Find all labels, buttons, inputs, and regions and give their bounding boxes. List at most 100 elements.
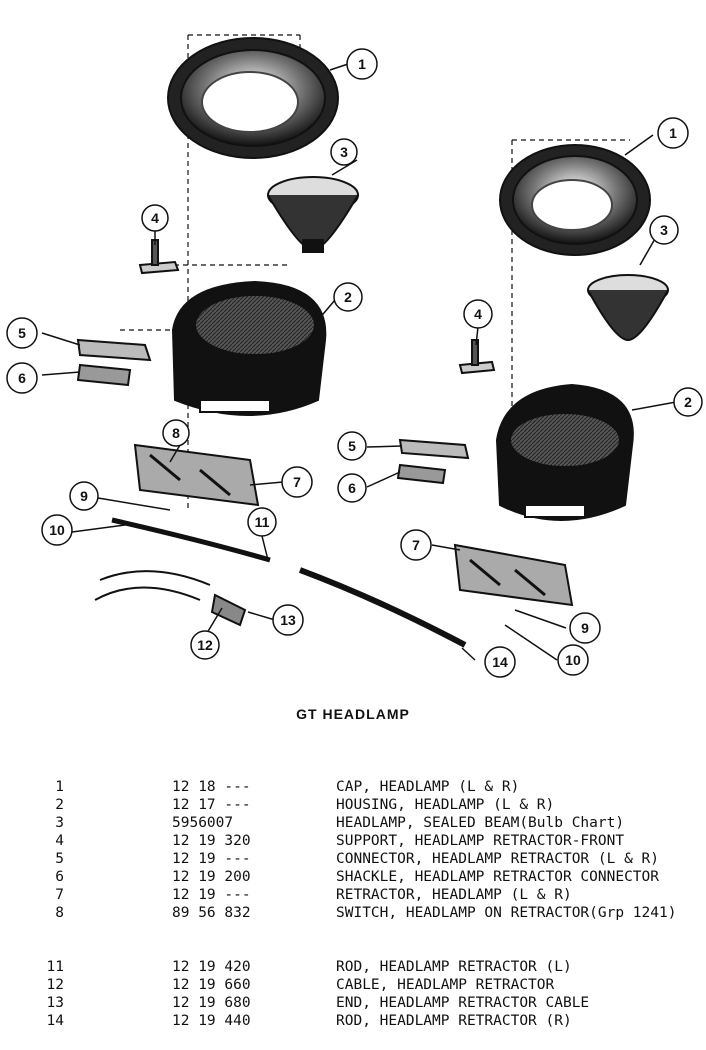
part-description: CONNECTOR, HEADLAMP RETRACTOR (L & R) bbox=[336, 851, 660, 867]
part-description: CABLE, HEADLAMP RETRACTOR bbox=[336, 977, 555, 993]
callout-1-right bbox=[657, 117, 689, 149]
callout-label: 10 bbox=[49, 522, 65, 538]
part-number: 89 56 832 bbox=[172, 905, 251, 921]
callout-3-left bbox=[330, 138, 358, 166]
callout-2-left bbox=[333, 282, 363, 312]
parts-row: 8 89 56 832 SWITCH, HEADLAMP ON RETRACTO… bbox=[0, 904, 706, 922]
callout-label: 11 bbox=[255, 514, 270, 530]
callout-5-left bbox=[6, 317, 38, 349]
callout-label: 7 bbox=[412, 537, 420, 553]
part-description: CAP, HEADLAMP (L & R) bbox=[336, 779, 520, 795]
part-number: 12 19 420 bbox=[172, 959, 251, 975]
callout-label: 3 bbox=[660, 222, 668, 238]
callout-4-left bbox=[141, 204, 169, 232]
part-number: 12 19 --- bbox=[172, 887, 251, 903]
item-number: 3 bbox=[55, 815, 64, 831]
parts-row: 11 12 19 420 ROD, HEADLAMP RETRACTOR (L) bbox=[0, 958, 706, 976]
callout-label: 12 bbox=[197, 637, 213, 653]
parts-row: 6 12 19 200 SHACKLE, HEADLAMP RETRACTOR … bbox=[0, 868, 706, 886]
parts-row: 1 12 18 --- CAP, HEADLAMP (L & R) bbox=[0, 778, 706, 796]
headlamp-left bbox=[267, 176, 359, 253]
callout-label: 6 bbox=[18, 370, 26, 386]
item-number: 11 bbox=[46, 959, 64, 975]
callout-11-left bbox=[247, 507, 277, 537]
item-number: 14 bbox=[46, 1013, 64, 1029]
callout-5-right bbox=[337, 431, 367, 461]
callout-12-left bbox=[190, 630, 220, 660]
callout-13-left bbox=[272, 604, 304, 636]
callout-2-right bbox=[673, 387, 703, 417]
retractor-left bbox=[133, 443, 260, 507]
callout-label: 1 bbox=[669, 125, 677, 141]
part-description: ROD, HEADLAMP RETRACTOR (R) bbox=[336, 1013, 572, 1029]
item-number: 13 bbox=[46, 995, 64, 1011]
parts-row: 4 12 19 320 SUPPORT, HEADLAMP RETRACTOR-… bbox=[0, 832, 706, 850]
part-description: HOUSING, HEADLAMP (L & R) bbox=[336, 797, 555, 813]
parts-row: 3 5956007 HEADLAMP, SEALED BEAM(Bulb Cha… bbox=[0, 814, 706, 832]
part-number: 12 18 --- bbox=[172, 779, 251, 795]
housing-right bbox=[495, 383, 634, 521]
callout-10-right bbox=[557, 644, 589, 676]
callout-label: 1 bbox=[358, 56, 366, 72]
parts-row: 14 12 19 440 ROD, HEADLAMP RETRACTOR (R) bbox=[0, 1012, 706, 1030]
retractor-right bbox=[453, 543, 574, 607]
callout-9-right bbox=[569, 612, 601, 644]
callout-1-left bbox=[346, 48, 378, 80]
callout-label: 9 bbox=[581, 620, 589, 636]
callout-8-left bbox=[162, 419, 190, 447]
part-description: HEADLAMP, SEALED BEAM(Bulb Chart) bbox=[336, 815, 625, 831]
diagram-caption: GT HEADLAMP bbox=[296, 706, 410, 722]
item-number: 5 bbox=[55, 851, 64, 867]
item-number: 1 bbox=[55, 779, 64, 795]
item-number: 2 bbox=[55, 797, 64, 813]
callout-label: 8 bbox=[172, 425, 180, 441]
part-number: 5956007 bbox=[172, 815, 234, 831]
callout-label: 3 bbox=[340, 144, 348, 160]
callout-label: 2 bbox=[344, 289, 352, 305]
part-number: 12 19 680 bbox=[172, 995, 251, 1011]
callout-14-right bbox=[484, 646, 516, 678]
exploded-diagram: 1 3 4 2 5 6 8 7 9 10 11 12 13 1 3 4 2 5 … bbox=[6, 34, 703, 678]
callout-7-right bbox=[400, 529, 432, 561]
item-number: 8 bbox=[55, 905, 64, 921]
parts-row: 13 12 19 680 END, HEADLAMP RETRACTOR CAB… bbox=[0, 994, 706, 1012]
part-description: SHACKLE, HEADLAMP RETRACTOR CONNECTOR bbox=[336, 869, 660, 885]
item-number: 4 bbox=[55, 833, 64, 849]
callout-label: 4 bbox=[474, 306, 482, 322]
headlamp-right bbox=[587, 274, 669, 342]
parts-row: 12 12 19 660 CABLE, HEADLAMP RETRACTOR bbox=[0, 976, 706, 994]
callout-9-left bbox=[69, 481, 99, 511]
callout-3-right bbox=[649, 215, 679, 245]
part-number: 12 17 --- bbox=[172, 797, 251, 813]
callout-label: 14 bbox=[492, 654, 508, 670]
housing-left bbox=[171, 280, 327, 416]
callout-label: 5 bbox=[18, 325, 26, 341]
right-assembly bbox=[396, 139, 669, 607]
callout-4-right bbox=[463, 299, 493, 329]
part-description: SWITCH, HEADLAMP ON RETRACTOR(Grp 1241) bbox=[336, 905, 677, 921]
item-number: 12 bbox=[46, 977, 64, 993]
callout-6-right bbox=[337, 473, 367, 503]
left-assembly bbox=[76, 34, 467, 648]
part-description: ROD, HEADLAMP RETRACTOR (L) bbox=[336, 959, 572, 975]
callout-label: 9 bbox=[80, 488, 88, 504]
parts-row: 7 12 19 --- RETRACTOR, HEADLAMP (L & R) bbox=[0, 886, 706, 904]
cap-left bbox=[167, 37, 339, 159]
part-description: RETRACTOR, HEADLAMP (L & R) bbox=[336, 887, 572, 903]
part-number: 12 19 660 bbox=[172, 977, 251, 993]
part-number: 12 19 200 bbox=[172, 869, 251, 885]
part-number: 12 19 --- bbox=[172, 851, 251, 867]
callouts: 1 3 4 2 5 6 8 7 9 10 11 12 13 1 3 4 2 5 … bbox=[6, 48, 703, 678]
parts-row: 2 12 17 --- HOUSING, HEADLAMP (L & R) bbox=[0, 796, 706, 814]
part-number: 12 19 440 bbox=[172, 1013, 251, 1029]
callout-7-left bbox=[281, 466, 313, 498]
item-number: 7 bbox=[55, 887, 64, 903]
callout-label: 4 bbox=[151, 210, 159, 226]
callout-10-left bbox=[41, 514, 73, 546]
parts-row: 5 12 19 --- CONNECTOR, HEADLAMP RETRACTO… bbox=[0, 850, 706, 868]
part-description: END, HEADLAMP RETRACTOR CABLE bbox=[336, 995, 590, 1011]
cap-right bbox=[499, 144, 651, 256]
callout-label: 5 bbox=[348, 438, 356, 454]
callout-6-left bbox=[6, 362, 38, 394]
part-description: SUPPORT, HEADLAMP RETRACTOR-FRONT bbox=[336, 833, 625, 849]
